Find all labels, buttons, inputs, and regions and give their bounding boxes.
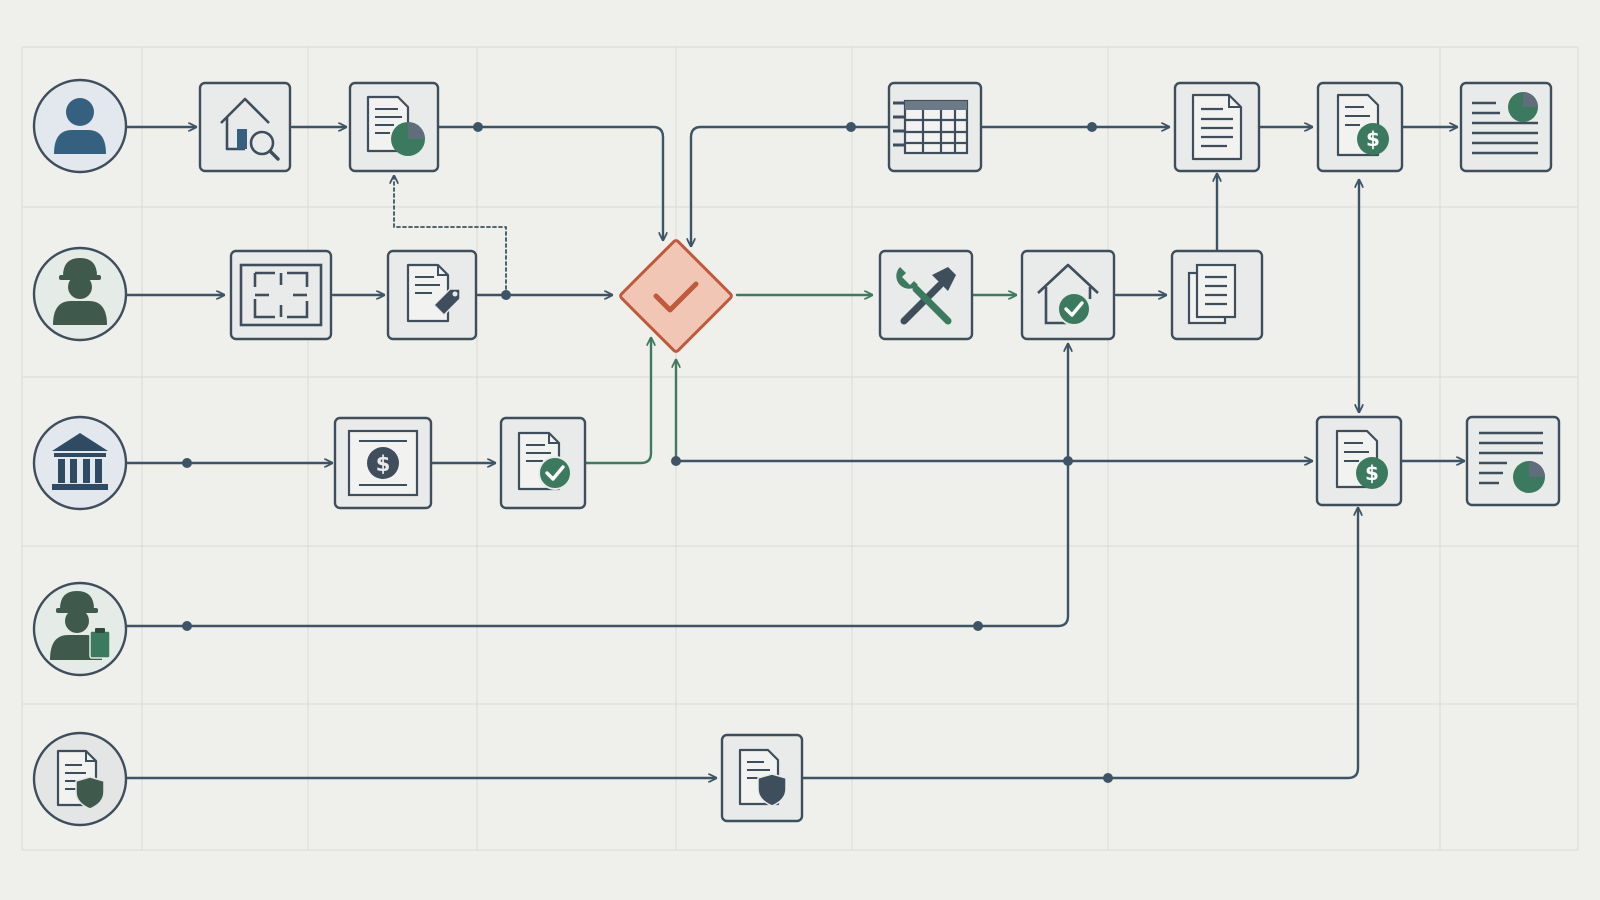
step-house-approved[interactable] bbox=[1020, 249, 1116, 341]
document-pie-icon bbox=[366, 95, 425, 156]
hardhat-clipboard-icon bbox=[50, 591, 111, 660]
step-approval-decision[interactable] bbox=[619, 239, 733, 353]
document-shield-icon bbox=[56, 749, 105, 810]
junction-dot bbox=[182, 458, 192, 468]
junction-dot bbox=[846, 122, 856, 132]
step-floor-plan[interactable] bbox=[229, 249, 333, 341]
person-icon bbox=[54, 98, 106, 154]
connector bbox=[691, 125, 890, 248]
svg-text:$: $ bbox=[376, 452, 391, 476]
junction-dot bbox=[473, 122, 483, 132]
step-payment[interactable]: $ bbox=[1315, 415, 1403, 507]
connector bbox=[583, 336, 651, 465]
step-final-report[interactable] bbox=[1459, 81, 1553, 173]
spreadsheet-notebook-icon bbox=[893, 99, 969, 155]
document-tag-icon bbox=[406, 263, 461, 323]
step-statement[interactable] bbox=[1465, 415, 1561, 507]
house-search-icon bbox=[220, 97, 280, 161]
hammer-wrench-icon bbox=[896, 267, 956, 325]
junction-dots bbox=[182, 122, 1113, 783]
actor-builder[interactable] bbox=[32, 246, 128, 342]
step-funding[interactable]: $ bbox=[333, 416, 433, 510]
actor-insurer[interactable] bbox=[32, 731, 128, 827]
junction-dot bbox=[1103, 773, 1113, 783]
document-lines-icon bbox=[1191, 93, 1243, 161]
connector-dotted bbox=[394, 175, 507, 296]
connector bbox=[125, 459, 1070, 628]
hardhat-worker-icon bbox=[53, 258, 107, 325]
step-invoice[interactable]: $ bbox=[1316, 81, 1404, 173]
house-check-icon bbox=[1037, 263, 1099, 326]
lane-grid bbox=[21, 46, 1579, 851]
junction-dot bbox=[501, 290, 511, 300]
step-price-quote[interactable] bbox=[386, 249, 478, 341]
svg-text:$: $ bbox=[1366, 127, 1380, 151]
document-shield-icon bbox=[738, 748, 787, 807]
stacked-documents-icon bbox=[1187, 263, 1237, 325]
actor-inspector[interactable] bbox=[32, 581, 128, 677]
step-schedule-table[interactable] bbox=[887, 81, 983, 173]
step-report-chart[interactable] bbox=[348, 81, 440, 173]
report-pie-icon bbox=[1479, 431, 1545, 493]
junction-dot bbox=[182, 621, 192, 631]
junction-dot bbox=[671, 456, 681, 466]
connector bbox=[437, 125, 663, 242]
junction-dot bbox=[1063, 456, 1073, 466]
step-contract-doc[interactable] bbox=[1173, 81, 1261, 173]
blueprint-icon bbox=[239, 263, 323, 327]
bank-icon bbox=[52, 433, 108, 490]
junction-dot bbox=[1087, 122, 1097, 132]
report-pie-icon bbox=[1472, 92, 1538, 155]
document-dollar-icon: $ bbox=[1335, 429, 1388, 489]
step-document-set[interactable] bbox=[1170, 249, 1264, 341]
dollar-certificate-icon: $ bbox=[347, 429, 419, 497]
junction-dot bbox=[973, 621, 983, 631]
actor-lender[interactable] bbox=[32, 415, 128, 511]
svg-text:$: $ bbox=[1365, 461, 1379, 485]
step-construction[interactable] bbox=[878, 249, 974, 341]
document-check-icon bbox=[517, 431, 572, 491]
step-loan-approved[interactable] bbox=[499, 416, 587, 510]
step-insurance-policy[interactable] bbox=[720, 733, 804, 823]
connector bbox=[800, 506, 1358, 780]
step-property-search[interactable] bbox=[198, 81, 292, 173]
connectors bbox=[125, 125, 1466, 780]
document-dollar-icon: $ bbox=[1336, 93, 1389, 157]
checkmark-icon bbox=[653, 281, 699, 313]
actor-homeowner[interactable] bbox=[32, 78, 128, 174]
